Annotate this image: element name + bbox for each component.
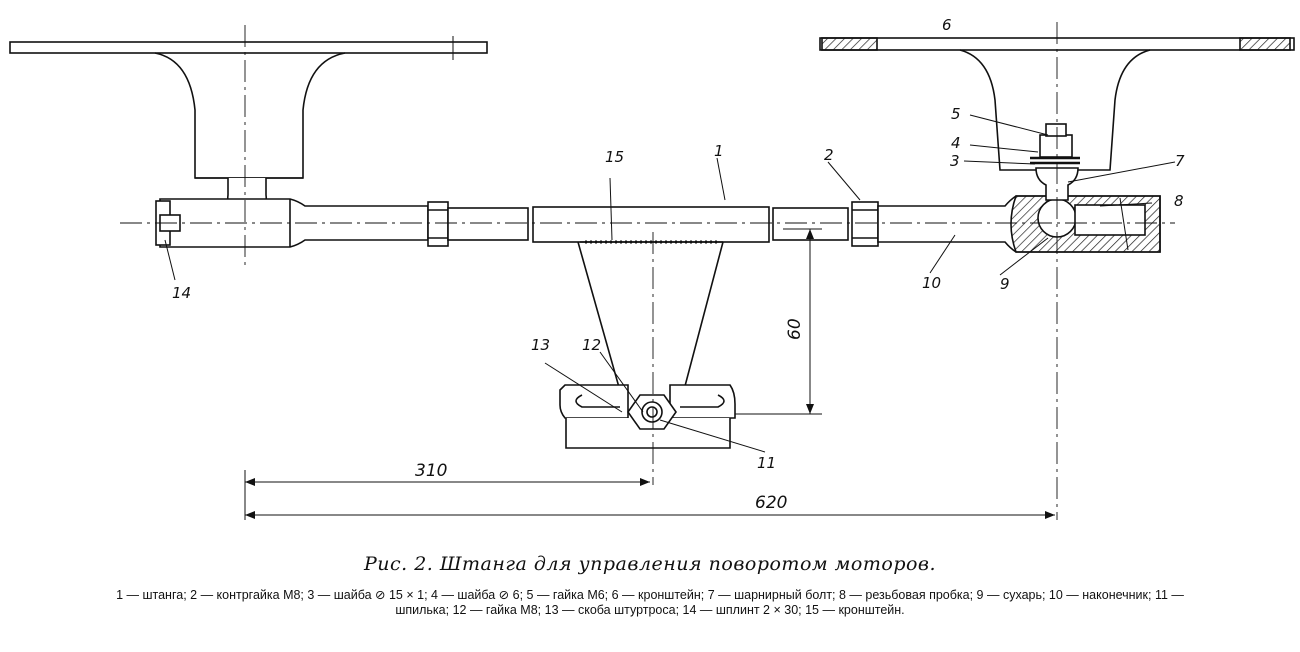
callout-15: 15 (605, 148, 624, 166)
center-lines (120, 22, 1175, 520)
leader-lines (164, 114, 1176, 453)
lower-bracket (577, 240, 724, 406)
right-tip (877, 195, 1161, 253)
callout-8: 8 (1174, 192, 1184, 210)
callout-10: 10 (922, 274, 941, 292)
rod (447, 206, 849, 243)
callout-5: 5 (951, 105, 961, 123)
callout-3: 3 (950, 152, 960, 170)
callout-12: 12 (582, 336, 601, 354)
left-bracket (9, 36, 488, 211)
callout-2: 2 (824, 146, 834, 164)
technical-drawing: 310 620 60 1 2 3 4 5 6 7 8 9 10 11 12 13… (9, 16, 1295, 520)
callout-13: 13 (531, 336, 550, 354)
callout-7: 7 (1175, 152, 1185, 170)
stud-nut (627, 394, 677, 430)
callout-4: 4 (951, 134, 961, 152)
shackle (559, 384, 736, 449)
figure-title: Рис. 2. Штанга для управления поворотом … (363, 553, 937, 575)
dimension-lines (244, 228, 1055, 520)
left-locknut (427, 201, 449, 247)
right-locknut (851, 201, 879, 247)
callout-1: 1 (714, 142, 724, 160)
callout-14: 14 (172, 284, 191, 302)
callout-6: 6 (942, 16, 952, 34)
dim-half-span: 310 (415, 461, 447, 481)
figure-legend: 1 — штанга; 2 — контргайка М8; 3 — шайба… (116, 588, 1184, 617)
callout-11: 11 (757, 454, 776, 472)
callout-9: 9 (1000, 275, 1010, 293)
dim-offset: 60 (785, 318, 805, 340)
dim-full-span: 620 (755, 493, 787, 513)
